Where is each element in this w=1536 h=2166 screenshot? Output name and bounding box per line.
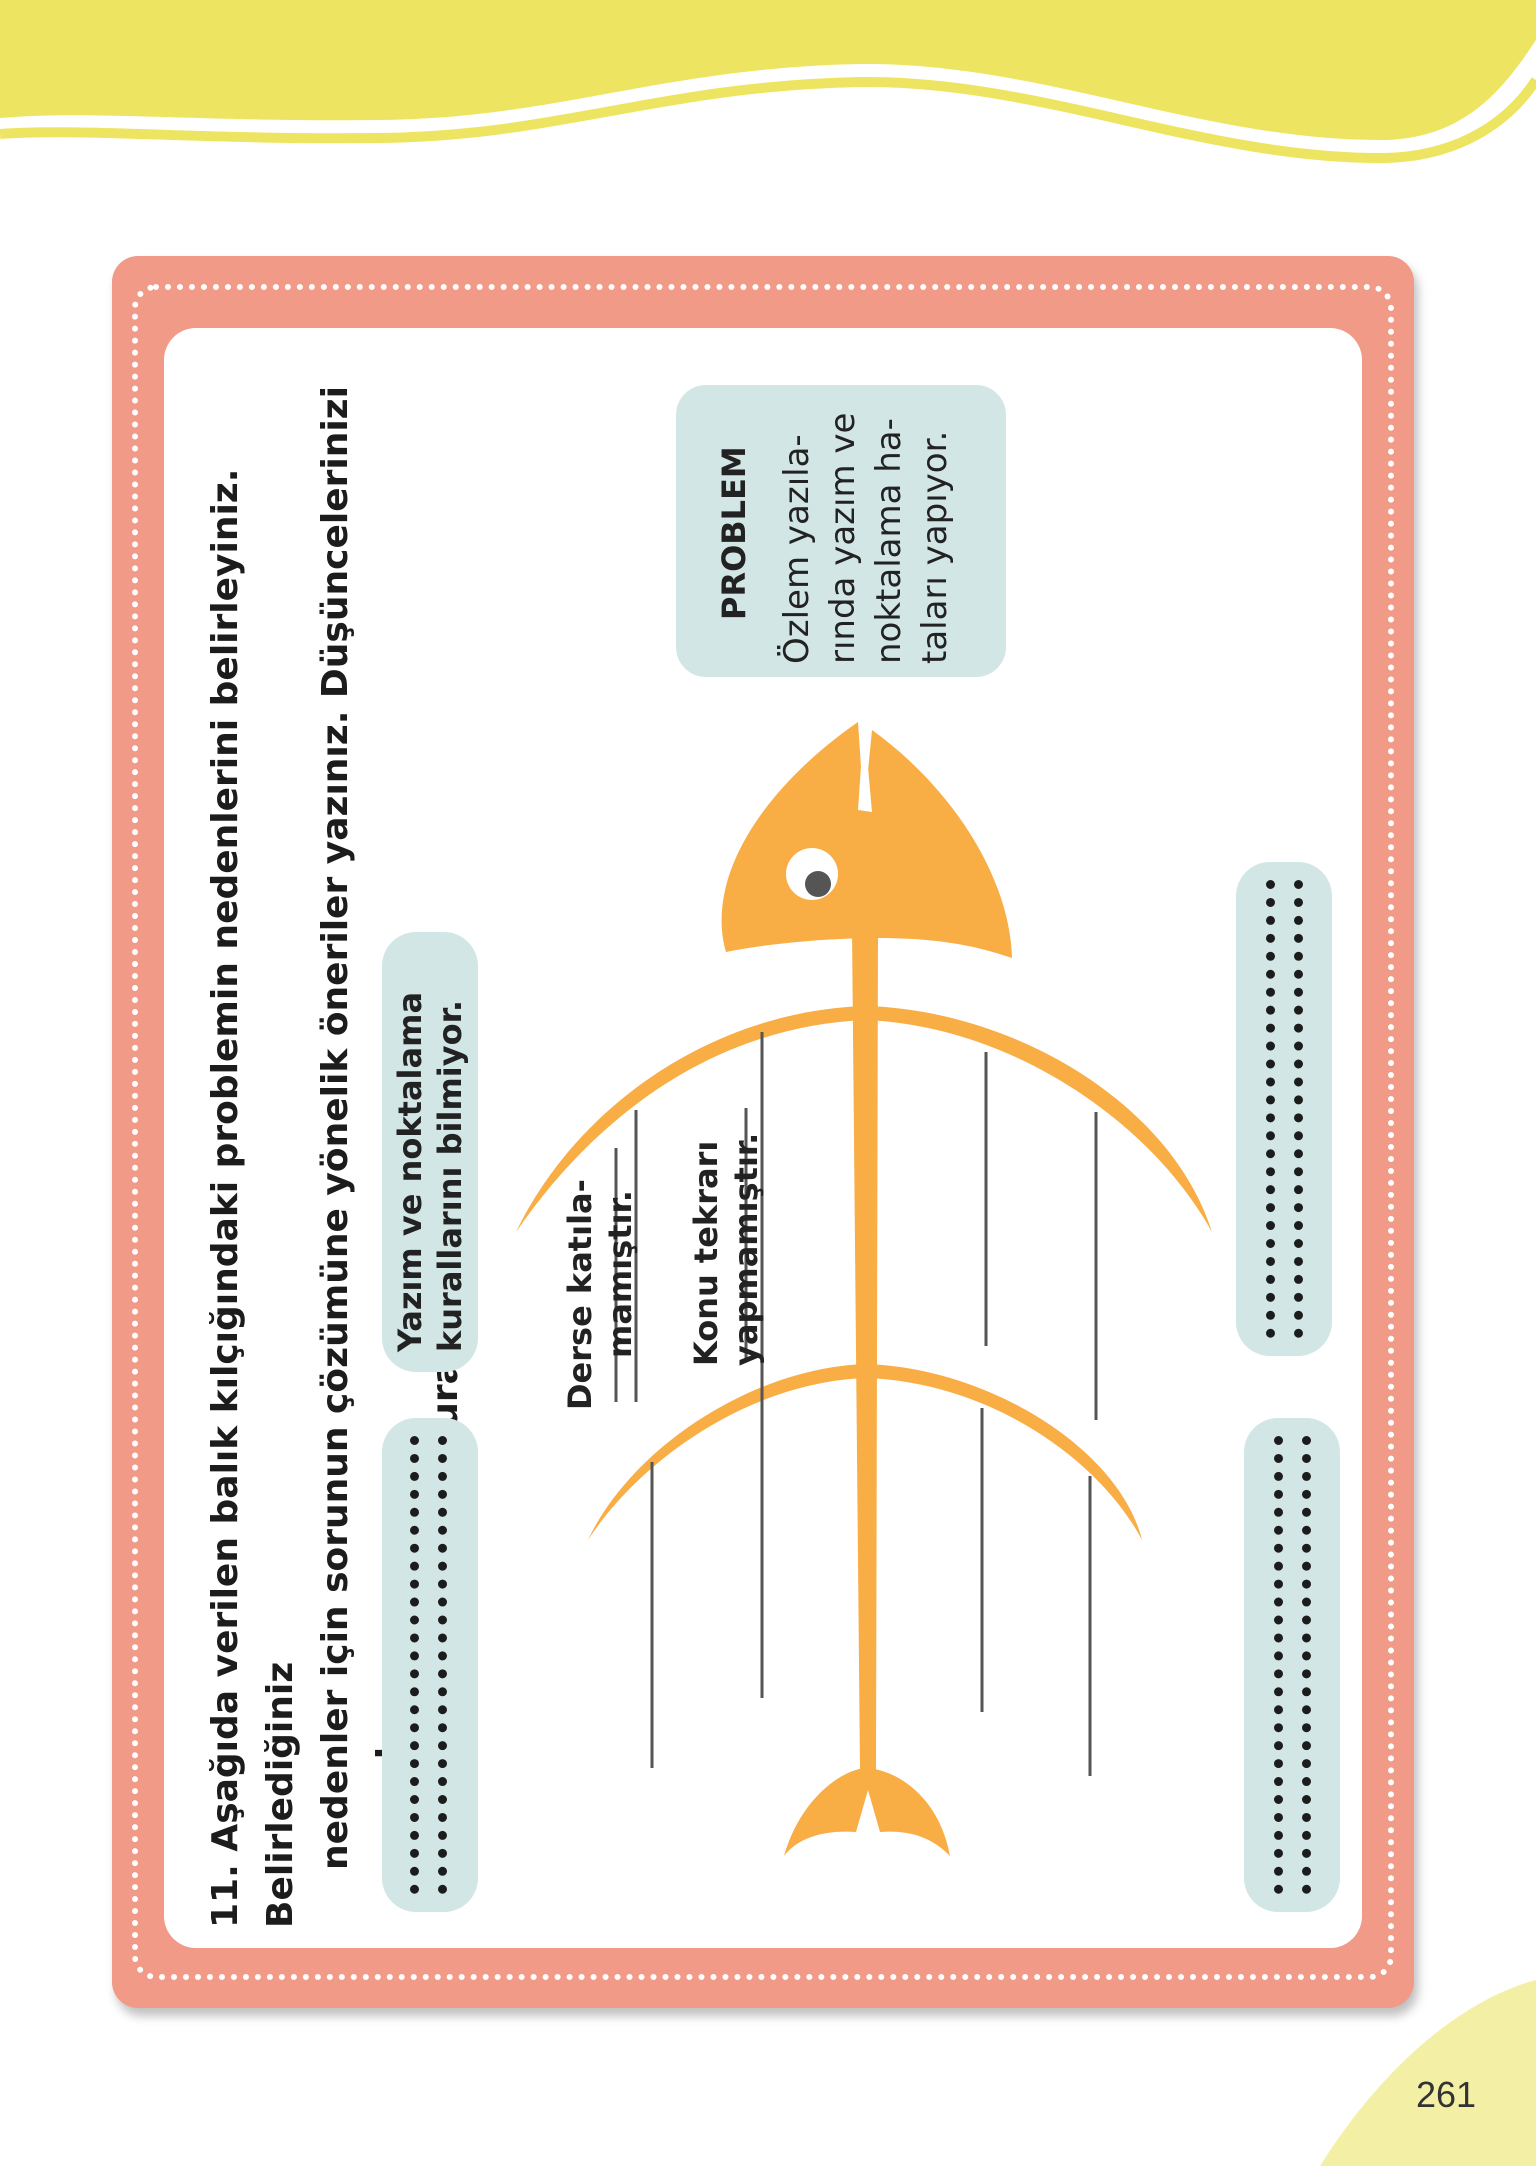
writing-line[interactable]: [410, 1436, 419, 1894]
writing-line[interactable]: [1294, 880, 1303, 1338]
answer-box-right-bottom[interactable]: [1244, 1418, 1340, 1912]
cause-sub2-text: Konu tekrarı yapmamıştır.: [686, 1106, 766, 1366]
dotted-frame: [132, 284, 1394, 1980]
problem-box: [676, 385, 1006, 677]
fish-pupil: [805, 871, 831, 897]
question-number: 11.: [205, 1864, 246, 1928]
question-line-1: Aşağıda verilen balık kılçığındaki probl…: [205, 468, 301, 1928]
fish-head: [721, 722, 1012, 958]
problem-description: Özlem yazıla- rında yazım ve noktalama h…: [774, 364, 958, 664]
problem-title: PROBLEM: [715, 446, 753, 620]
cause-sub1-line: Derse katıla-: [561, 1179, 599, 1410]
cause-sub2-line: Konu tekrarı: [687, 1140, 725, 1366]
writing-line[interactable]: [1274, 1436, 1283, 1894]
fish-tail: [784, 1768, 950, 1856]
problem-line: noktalama ha-: [869, 418, 909, 664]
fish-spine: [852, 930, 878, 1770]
cause-sub1-line: mamıştır.: [601, 1190, 639, 1358]
answer-box-left-bottom[interactable]: [382, 1418, 478, 1912]
writing-line[interactable]: [1266, 880, 1275, 1338]
problem-line: rında yazım ve: [823, 412, 863, 664]
writing-line[interactable]: [438, 1436, 447, 1894]
fish-rib-lower: [588, 1364, 1142, 1540]
page-number: 261: [1415, 2074, 1477, 2115]
top-banner-stripe: [0, 76, 1536, 164]
cause-sub2-line: yapmamıştır.: [727, 1132, 765, 1366]
cause-main-line: Yazım ve noktalama: [391, 991, 429, 1352]
cause-main-text: Yazım ve noktalama kurallarını bilmiyor.: [390, 932, 470, 1352]
problem-line: taları yapıyor.: [915, 430, 955, 664]
writing-line[interactable]: [1302, 1436, 1311, 1894]
top-banner: [0, 0, 1536, 140]
fish-rib-upper: [516, 1006, 1212, 1232]
fish-gill: [858, 722, 872, 812]
cause-box-main: [382, 932, 478, 1372]
corner-blob: [1320, 1980, 1536, 2166]
cause-main-line: kurallarını bilmiyor.: [431, 1000, 469, 1352]
cause-sub1-text: Derse katıla- mamıştır.: [560, 1150, 640, 1410]
answer-box-right-top[interactable]: [1236, 862, 1332, 1356]
problem-line: Özlem yazıla-: [777, 434, 817, 664]
